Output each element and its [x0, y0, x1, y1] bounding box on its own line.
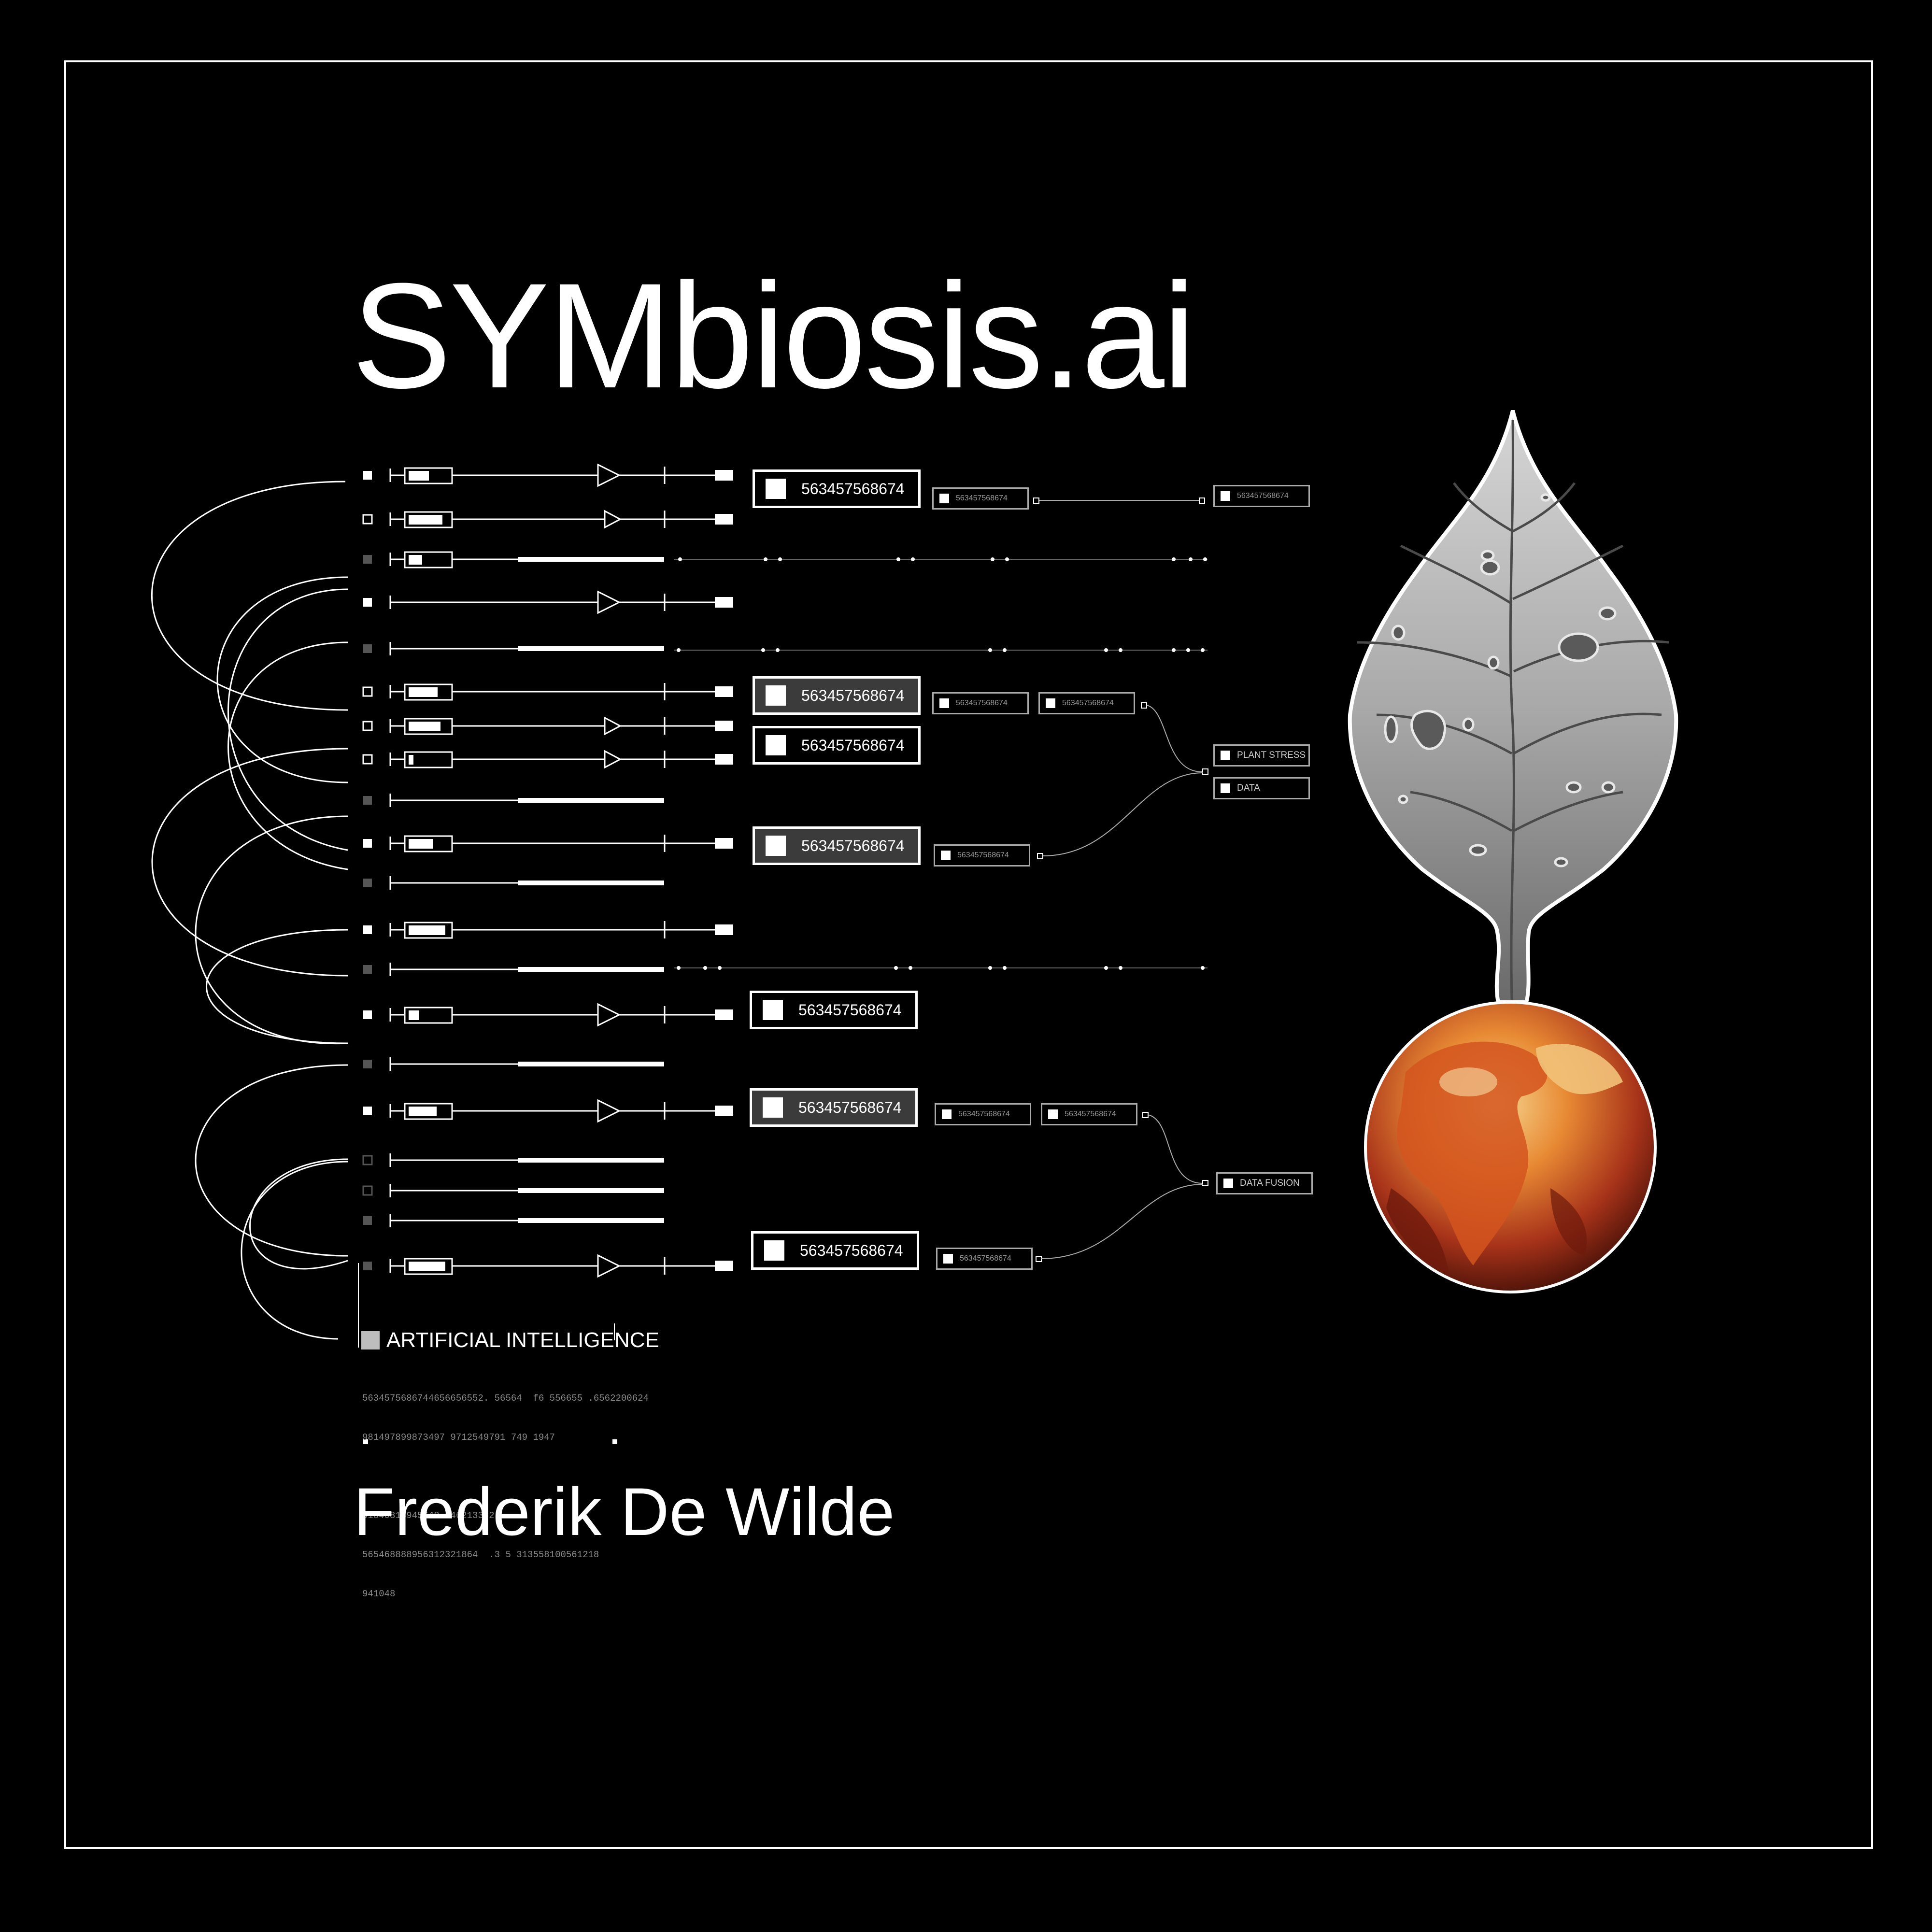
- code-readout: 5634575686744656656552. 56564 f6 556655 …: [362, 1393, 649, 1599]
- tag-data-fusion[interactable]: DATA FUSION: [1216, 1172, 1313, 1194]
- tag-plant-stress[interactable]: PLANT STRESS: [1213, 744, 1310, 767]
- box-marker-icon: [941, 851, 951, 860]
- row-markers: [362, 471, 373, 1270]
- data-box-small[interactable]: 563457568674: [934, 844, 1030, 867]
- data-box-large[interactable]: 563457568674: [751, 1231, 919, 1270]
- album-title: SYMbiosis.ai: [352, 252, 1196, 419]
- box-marker-icon: [942, 1109, 952, 1119]
- border-frame: [64, 60, 1873, 1849]
- box-marker-icon: [1046, 698, 1055, 708]
- box-marker-icon: [766, 685, 786, 706]
- data-box-large[interactable]: 563457568674: [750, 991, 918, 1029]
- ai-section-label: ARTIFICIAL INTELLIGENCE: [361, 1329, 659, 1351]
- dot-sequence: [363, 557, 1207, 1444]
- box-marker-icon: [766, 735, 786, 755]
- data-connectors: [1033, 497, 1208, 1262]
- data-box-small[interactable]: 563457568674: [932, 487, 1029, 510]
- data-box-large[interactable]: 563457568674: [750, 1088, 918, 1127]
- box-marker-icon: [1048, 1109, 1058, 1119]
- box-marker-icon: [766, 836, 786, 856]
- signal-rows: [358, 463, 1208, 1348]
- data-box-large[interactable]: 563457568674: [753, 469, 921, 508]
- data-box-large[interactable]: 563457568674: [753, 826, 921, 865]
- tag-data[interactable]: DATA: [1213, 777, 1310, 799]
- leaf-illustration: [1348, 410, 1678, 1004]
- box-marker-icon: [1221, 783, 1230, 793]
- author-name: Frederik De Wilde: [354, 1474, 895, 1549]
- box-marker-icon: [1221, 491, 1230, 501]
- box-marker-icon: [764, 1240, 784, 1261]
- connection-arcs: [151, 481, 348, 1340]
- data-box-large[interactable]: 563457568674: [753, 676, 921, 715]
- ai-label-text: ARTIFICIAL INTELLIGENCE: [386, 1328, 659, 1352]
- data-box-small[interactable]: 563457568674: [1038, 692, 1135, 714]
- box-marker-icon: [763, 1097, 783, 1118]
- box-marker-icon: [939, 698, 949, 708]
- box-marker-icon: [763, 1000, 783, 1020]
- earth-globe: [1364, 1001, 1657, 1293]
- data-box-small[interactable]: 563457568674: [936, 1248, 1033, 1270]
- box-marker-icon: [1221, 751, 1230, 760]
- box-marker-icon: [1223, 1179, 1233, 1188]
- data-box-small[interactable]: 563457568674: [1213, 485, 1310, 507]
- box-marker-icon: [939, 494, 949, 503]
- data-box-small[interactable]: 563457568674: [1041, 1103, 1137, 1125]
- label-square-icon: [361, 1331, 380, 1350]
- box-marker-icon: [943, 1254, 953, 1264]
- data-box-small[interactable]: 563457568674: [935, 1103, 1031, 1125]
- data-box-large[interactable]: 563457568674: [753, 726, 921, 765]
- box-marker-icon: [766, 479, 786, 499]
- data-box-small[interactable]: 563457568674: [932, 692, 1029, 714]
